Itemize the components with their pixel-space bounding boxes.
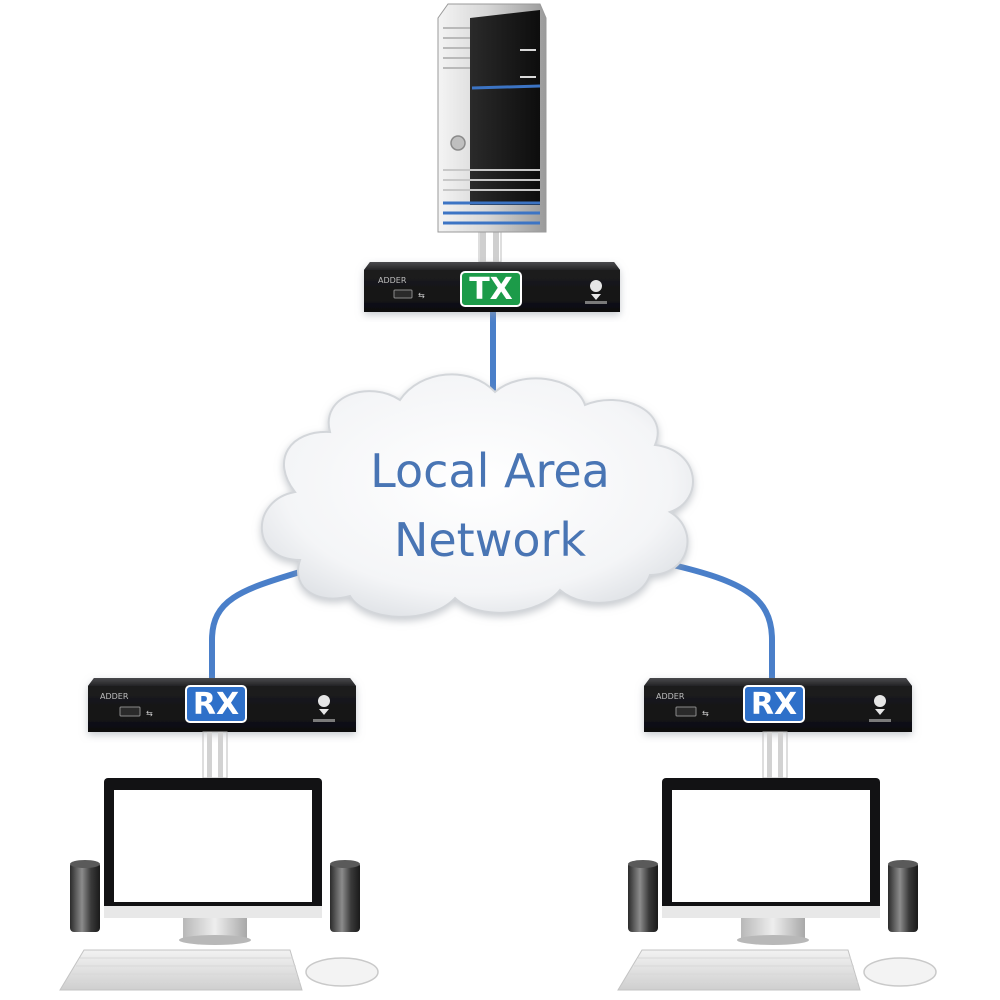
logo-icon [874,695,886,715]
workstation-left [59,778,379,991]
workstation-right [617,778,937,991]
rx-label-right: RX [751,687,797,722]
svg-text:⇆: ⇆ [418,291,425,300]
logo-icon [318,695,330,715]
cable-rx-left-to-monitor [202,731,228,779]
receiver-unit-right: ADDER ⇆ RX [644,678,912,732]
rx-badge-right: RX [743,685,805,723]
usb-port-icon [393,289,413,299]
speaker-icon [70,860,100,932]
network-cables [209,309,775,685]
network-label-line1: Local Area [370,444,610,498]
cable-network-to-rx-left [209,569,303,685]
keyboard-icon [59,949,303,991]
svg-text:ADDER: ADDER [656,692,685,701]
cable-network-to-rx-right [657,559,775,685]
speaker-icon [628,860,658,932]
rx-badge-left: RX [185,685,247,723]
tx-label: TX [469,272,513,307]
cloud-icon: Local Area Network [260,373,694,618]
usb-port-icon [119,706,141,717]
monitor-icon [104,778,322,945]
tx-badge: TX [460,271,522,307]
speaker-icon [888,860,918,932]
logo-icon [590,280,602,300]
speaker-icon [330,860,360,932]
transmitter-unit: ADDER ⇆ TX [364,262,620,312]
network-label-line2: Network [394,513,586,567]
mouse-icon [863,957,937,987]
monitor-icon [662,778,880,945]
receiver-unit-left: ADDER ⇆ RX [88,678,356,732]
svg-text:ADDER: ADDER [100,692,129,701]
svg-text:⇆: ⇆ [702,709,709,718]
usb-port-icon [675,706,697,717]
svg-text:⇆: ⇆ [146,709,153,718]
rx-label-left: RX [193,687,239,722]
server-tower-icon [437,3,547,263]
cable-rx-right-to-monitor [762,731,788,779]
keyboard-icon [617,949,861,991]
svg-text:ADDER: ADDER [378,276,407,285]
mouse-icon [305,957,379,987]
